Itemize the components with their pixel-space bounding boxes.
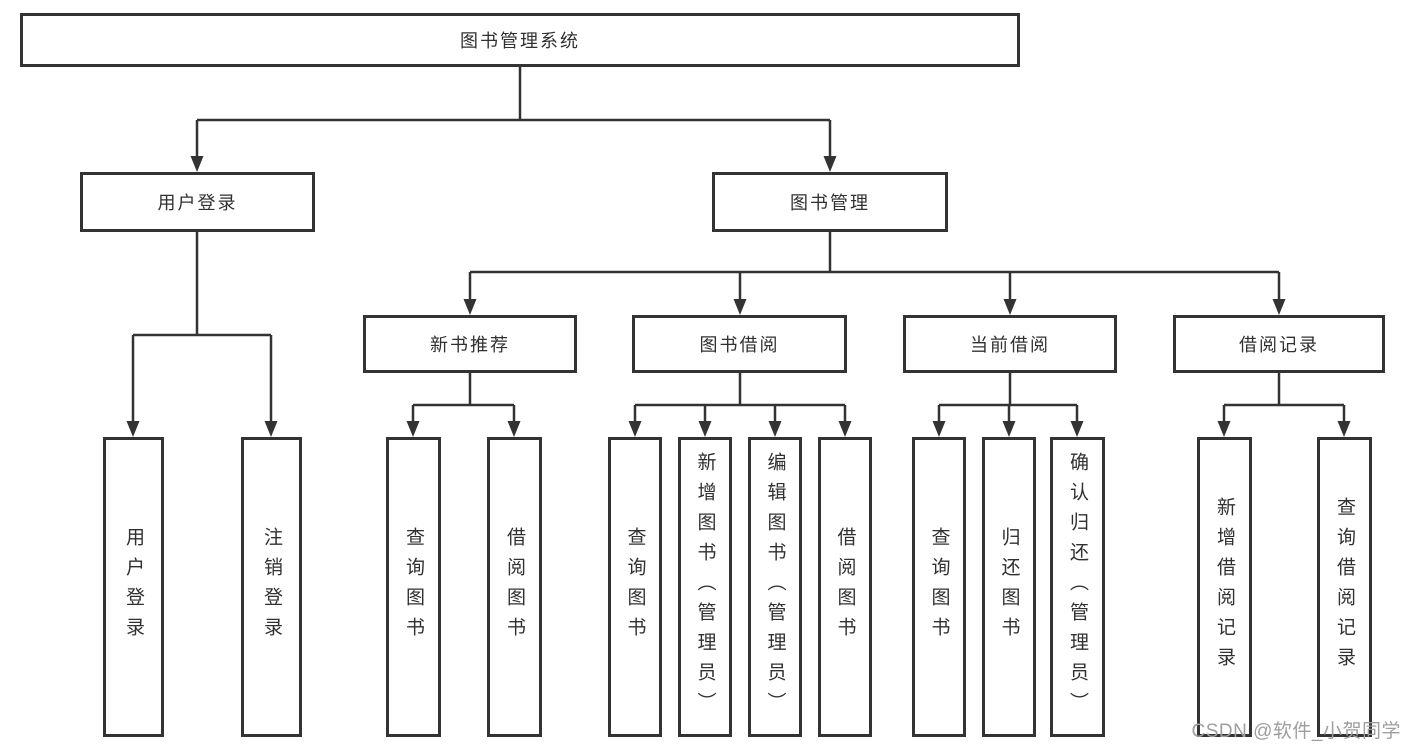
leaf-add-books-admin: 新增图书（管理员）	[678, 437, 732, 737]
node-book-borrow-label: 图书借阅	[699, 335, 780, 355]
leaf-recommend-borrow-books: 借阅图书	[487, 437, 542, 737]
node-new-book-recommend-label: 新书推荐	[430, 335, 510, 355]
leaf-query-borrow-record: 查询借阅记录	[1317, 437, 1372, 737]
leaf-borrow-query-books: 查询图书	[608, 437, 662, 737]
leaf-user-login-label: 用户登录	[123, 527, 144, 647]
leaf-edit-books-admin-label: 编辑图书（管理员）	[764, 452, 786, 722]
leaf-add-books-admin-label: 新增图书（管理员）	[694, 452, 716, 722]
node-book-borrow: 图书借阅	[632, 315, 847, 373]
node-current-borrow: 当前借阅	[903, 315, 1117, 373]
node-borrow-record-label: 借阅记录	[1239, 335, 1319, 355]
leaf-current-query-books: 查询图书	[912, 437, 966, 737]
leaf-return-books-label: 归还图书	[998, 527, 1020, 647]
leaf-borrow-books-label: 借阅图书	[834, 527, 856, 647]
leaf-edit-books-admin: 编辑图书（管理员）	[748, 437, 802, 737]
arrowheads	[126, 156, 1351, 437]
node-new-book-recommend: 新书推荐	[363, 315, 577, 373]
leaf-user-login: 用户登录	[103, 437, 164, 737]
leaf-confirm-return-admin: 确认归还（管理员）	[1050, 437, 1105, 737]
leaf-recommend-borrow-books-label: 借阅图书	[504, 527, 525, 647]
leaf-recommend-query-books-label: 查询图书	[403, 527, 424, 647]
node-book-management: 图书管理	[712, 172, 948, 232]
node-user-login: 用户登录	[80, 172, 315, 232]
leaf-confirm-return-admin-label: 确认归还（管理员）	[1067, 452, 1088, 722]
node-book-management-label: 图书管理	[790, 193, 870, 213]
leaf-current-query-books-label: 查询图书	[928, 527, 950, 647]
leaf-return-books: 归还图书	[982, 437, 1036, 737]
leaf-logout-label: 注销登录	[261, 527, 282, 647]
leaf-add-borrow-record: 新增借阅记录	[1197, 437, 1252, 737]
leaf-logout: 注销登录	[241, 437, 302, 737]
node-current-borrow-label: 当前借阅	[970, 335, 1050, 355]
leaf-borrow-query-books-label: 查询图书	[624, 527, 646, 647]
leaf-borrow-books: 借阅图书	[818, 437, 872, 737]
csdn-watermark: CSDN @软件_小贺同学	[1191, 721, 1401, 742]
leaf-recommend-query-books: 查询图书	[386, 437, 441, 737]
leaf-query-borrow-record-label: 查询借阅记录	[1334, 497, 1355, 677]
node-borrow-record: 借阅记录	[1173, 315, 1385, 373]
node-user-login-label: 用户登录	[157, 193, 238, 213]
node-root-label: 图书管理系统	[460, 31, 580, 51]
node-root: 图书管理系统	[20, 13, 1020, 67]
leaf-add-borrow-record-label: 新增借阅记录	[1214, 497, 1235, 677]
